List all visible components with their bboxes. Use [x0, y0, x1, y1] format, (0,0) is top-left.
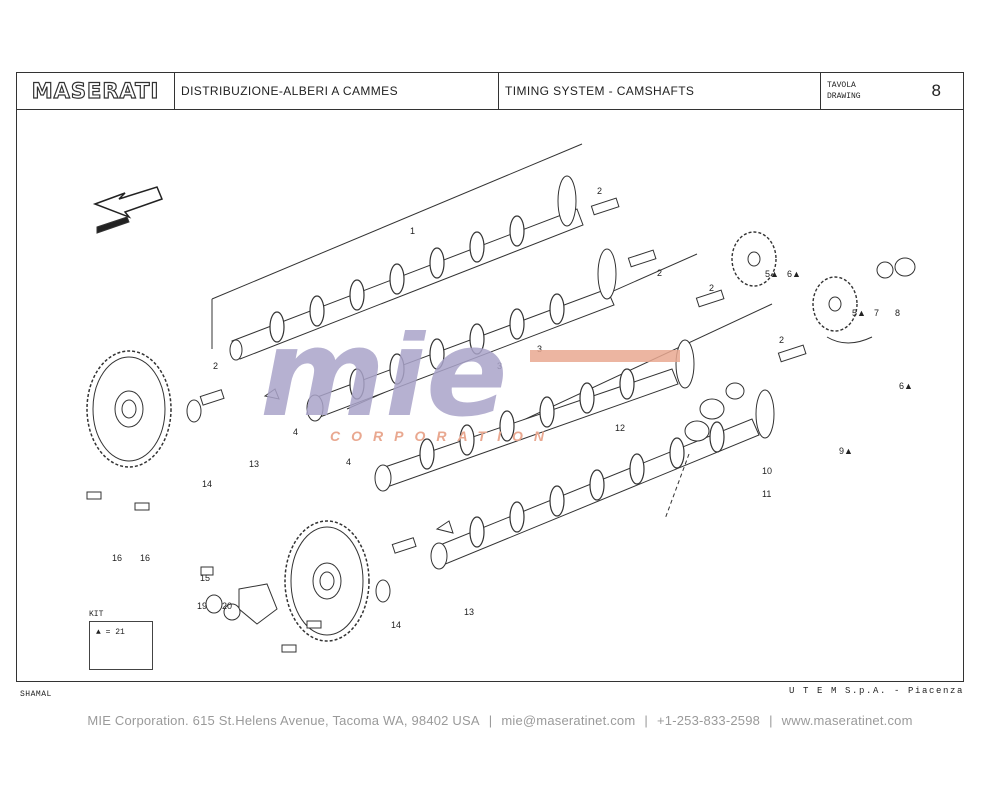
- title-italian: DISTRIBUZIONE-ALBERI A CAMMES: [175, 73, 499, 109]
- callout-label: 4: [293, 427, 298, 437]
- callout-label: 6▲: [787, 269, 801, 279]
- callout-label: 14: [202, 479, 212, 489]
- callout-label: 13: [464, 607, 474, 617]
- callout-label: 12: [615, 423, 625, 433]
- maserati-logo: MASERATI: [31, 78, 160, 103]
- footer-address: MIE Corporation. 615 St.Helens Avenue, T…: [87, 713, 480, 728]
- callout-label: 5▲: [765, 269, 779, 279]
- watermark-sub: CORPORATION: [330, 428, 555, 444]
- callout-label: 3: [497, 361, 502, 371]
- callout-label: 14: [391, 620, 401, 630]
- callout-label: 2: [657, 268, 662, 278]
- tavola-label: TAVOLA: [827, 81, 856, 90]
- camshaft-4: [430, 389, 775, 570]
- callout-label: 4: [346, 457, 351, 467]
- model-name: SHAMAL: [20, 690, 52, 699]
- exploded-parts-drawing: 1 2 2 2 2 2 3 3 4 4 5▲ 6▲ 5▲ 7 8 6▲ 9▲ 1…: [86, 143, 916, 653]
- callout-label: 3: [537, 344, 542, 354]
- tavola-cell: TAVOLA DRAWING 8: [821, 73, 963, 109]
- callout-label: 5▲: [852, 308, 866, 318]
- callout-label: 8: [895, 308, 900, 318]
- timing-gear-2: [284, 520, 370, 642]
- timing-gear-1: [86, 350, 172, 468]
- callout-label: 7: [874, 308, 879, 318]
- callout-label: 1: [410, 226, 415, 236]
- camshaft-3: [374, 339, 695, 492]
- callout-label: 2: [709, 283, 714, 293]
- callout-label: 11: [762, 489, 771, 499]
- callout-label: 15: [200, 573, 210, 583]
- maserati-logo-cell: MASERATI: [17, 73, 175, 109]
- drawing-label: DRAWING: [827, 92, 861, 101]
- callout-label: 2: [779, 335, 784, 345]
- callout-label: 19: [197, 601, 207, 611]
- callout-label: 10: [762, 466, 772, 476]
- callout-label: 6▲: [899, 381, 913, 391]
- mie-logo-icon: mie: [260, 305, 680, 444]
- watermark-main: mie: [260, 330, 508, 430]
- footer-website[interactable]: www.maseratinet.com: [781, 713, 913, 728]
- title-english: TIMING SYSTEM - CAMSHAFTS: [499, 73, 821, 109]
- callout-label: 13: [249, 459, 259, 469]
- kit-text: ▲ = 21: [96, 628, 125, 637]
- callout-label: 16: [112, 553, 122, 563]
- footer-separator: |: [644, 713, 648, 728]
- callout-label: 2: [213, 361, 218, 371]
- mie-watermark: mie: [260, 305, 680, 444]
- direction-arrow-icon: [92, 186, 163, 234]
- page-number: 8: [931, 81, 941, 100]
- footer-contact: MIE Corporation. 615 St.Helens Avenue, T…: [0, 713, 1000, 728]
- footer-separator: |: [769, 713, 773, 728]
- callout-label: 20: [222, 601, 232, 611]
- callout-label: 16: [140, 553, 150, 563]
- footer-phone[interactable]: +1-253-833-2598: [656, 713, 761, 728]
- title-block: MASERATI DISTRIBUZIONE-ALBERI A CAMMES T…: [17, 73, 963, 110]
- camshaft-2: [306, 248, 617, 422]
- kit-box: ▲ = 21: [89, 621, 153, 670]
- camshaft-1: [229, 175, 584, 361]
- callout-label: 9▲: [839, 446, 853, 456]
- footer-separator: |: [488, 713, 493, 728]
- company-name: U T E M S.p.A. - Piacenza: [788, 686, 964, 696]
- callout-label: 2: [597, 186, 602, 196]
- drawing-sheet: MASERATI DISTRIBUZIONE-ALBERI A CAMMES T…: [16, 72, 964, 682]
- footer-email[interactable]: mie@maseratinet.com: [501, 713, 636, 728]
- kit-label: KIT: [89, 610, 104, 619]
